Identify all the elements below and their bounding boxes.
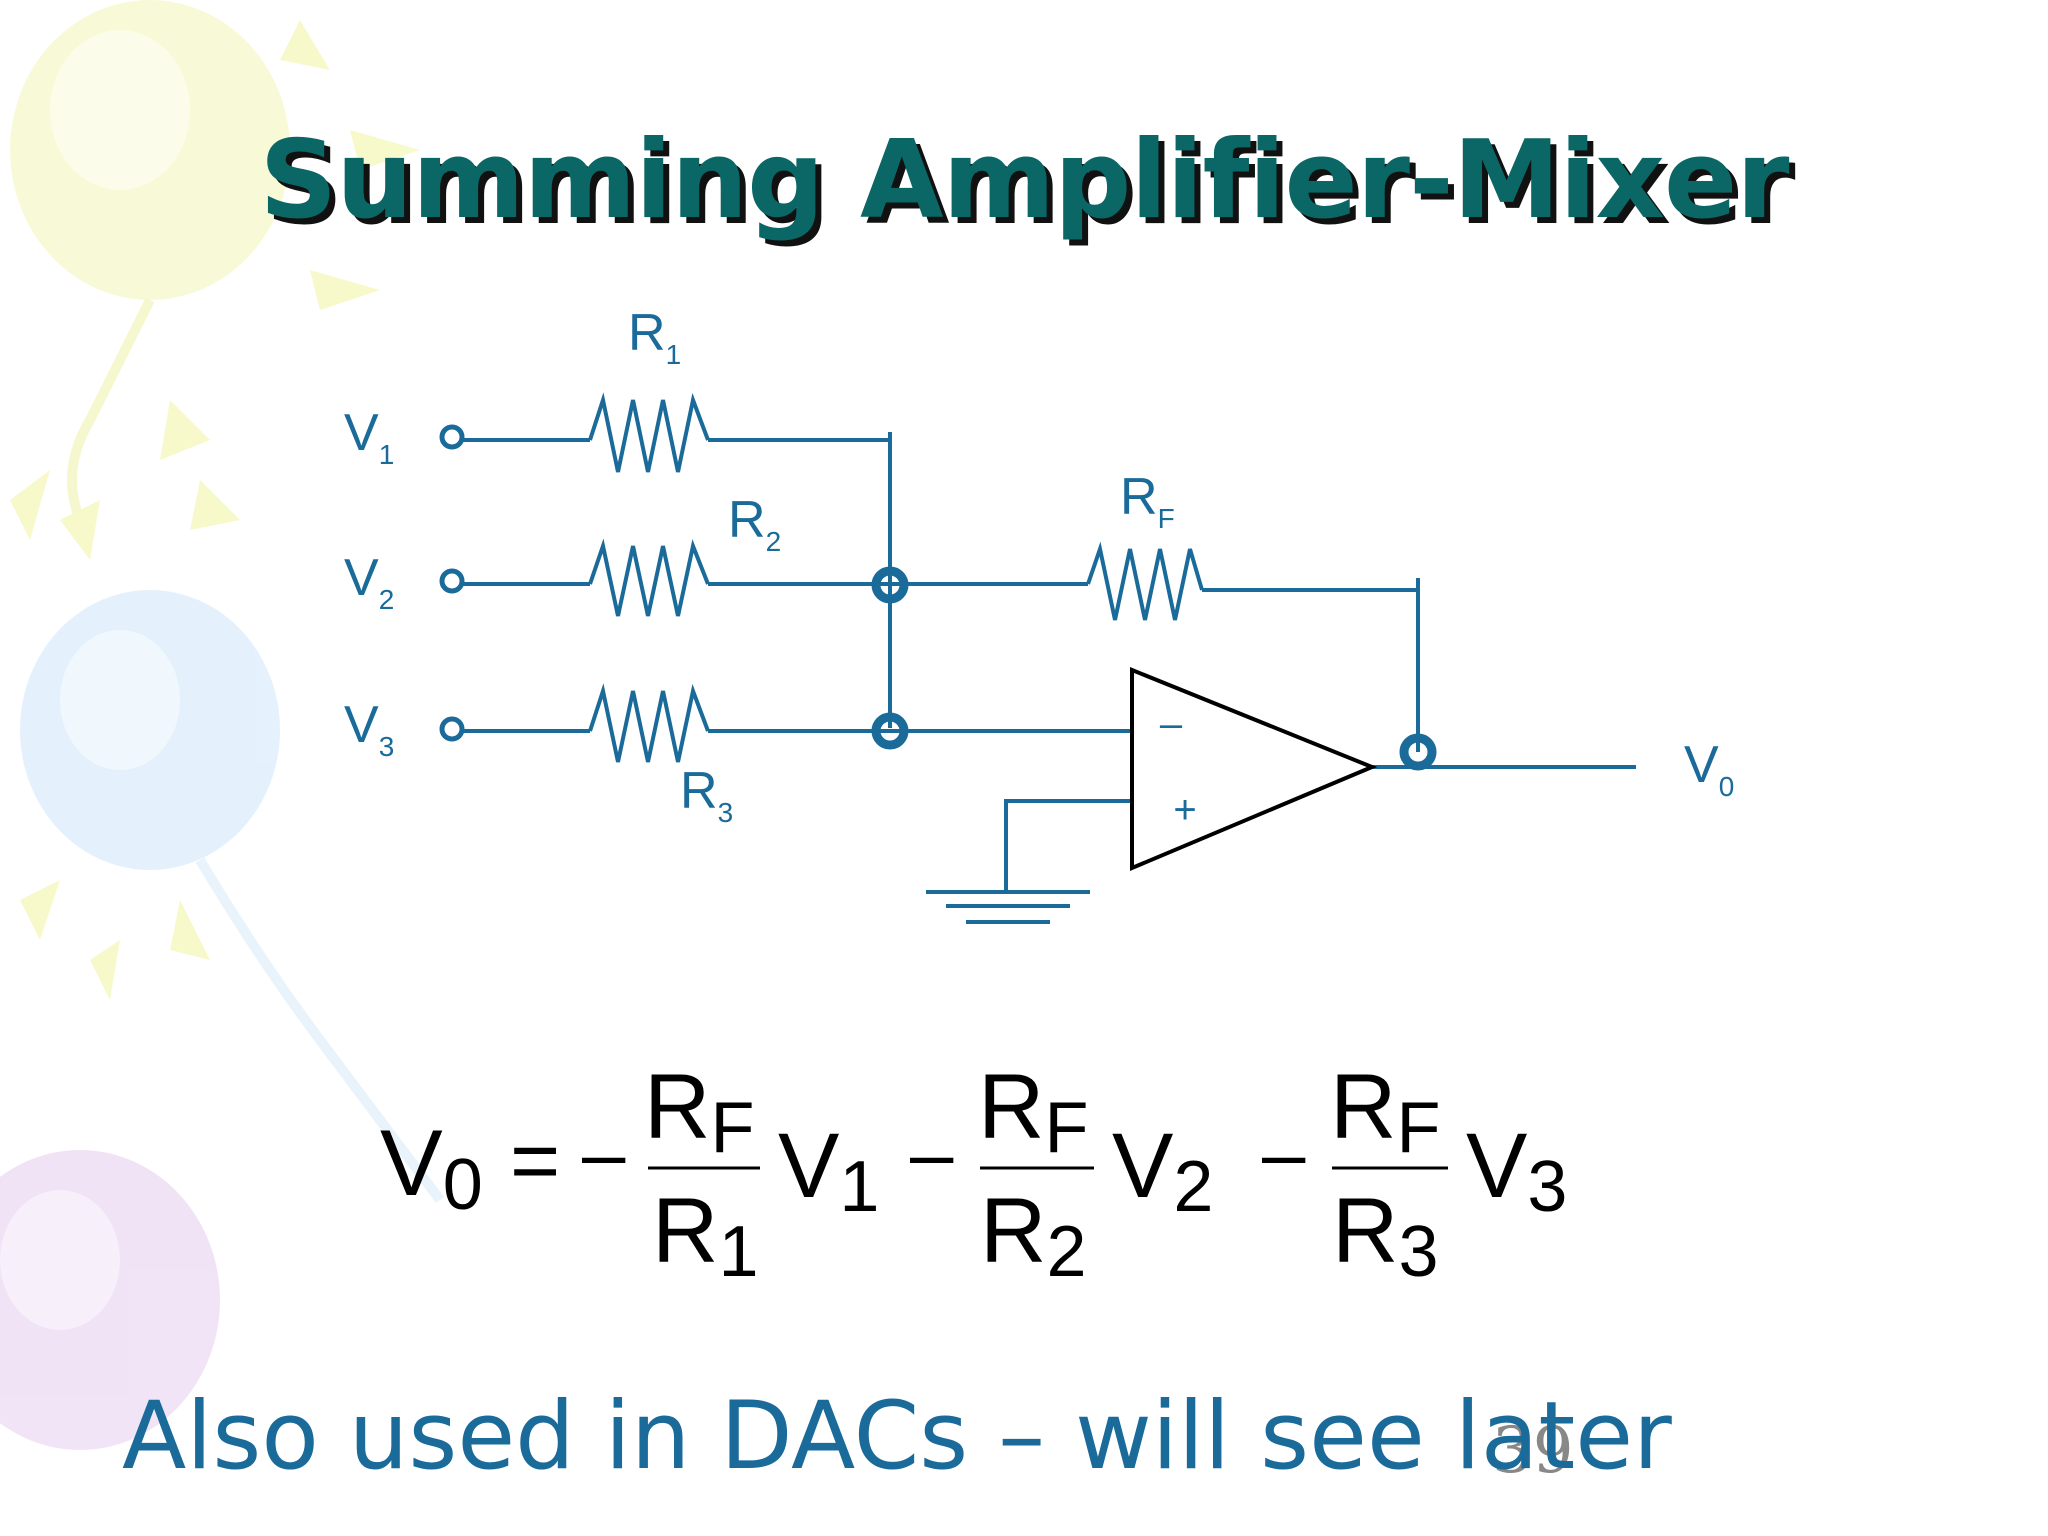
term-sign: – [582, 1109, 626, 1197]
term-numerator: RF [644, 1056, 754, 1168]
blue-balloon-string [195, 857, 444, 1204]
label-r3: R3 [680, 762, 733, 828]
ray [190, 480, 240, 530]
term-denominator: R2 [980, 1180, 1087, 1292]
blue-balloon-highlight [60, 630, 180, 770]
page-number: 39 [1492, 1414, 1574, 1488]
ray [170, 900, 210, 960]
terminal-v2 [439, 568, 465, 594]
footer-text: Also used in DACs – will see later [122, 1382, 1672, 1491]
term-variable: V1 [778, 1115, 879, 1227]
formula: V0 = – RF R1 V1 – RF R2 V2 – RF R3 [380, 1056, 1567, 1292]
term-sign: – [1262, 1109, 1306, 1197]
term-numerator: RF [978, 1056, 1088, 1168]
ray [160, 400, 210, 460]
wire [708, 437, 892, 442]
slide-title: Summing Amplifier-Mixer [259, 118, 1789, 243]
resistor-r1-symbol [588, 392, 710, 473]
label-r1: R1 [628, 304, 681, 370]
purple-balloon-highlight [0, 1190, 120, 1330]
ray [310, 270, 380, 310]
circuit-labels: V1 V2 V3 R1 R2 R3 RF V0 [344, 304, 1734, 828]
label-r2: R2 [728, 491, 781, 557]
ray [280, 20, 330, 70]
junction-dot [871, 566, 909, 604]
resistor-r3-symbol [588, 683, 710, 763]
yellow-balloon-string [67, 297, 155, 522]
label-v3: V3 [344, 696, 394, 762]
wire [1004, 799, 1132, 893]
wire [1202, 578, 1420, 592]
formula-term-2: – RF R2 V2 [910, 1056, 1213, 1292]
ray [90, 940, 120, 1000]
label-v1: V1 [344, 404, 394, 470]
circuit-wiring [439, 392, 1636, 924]
opamp-symbol [1130, 667, 1378, 872]
formula-lhs: V0 [380, 1110, 483, 1225]
inverting-input-sign: – [1160, 702, 1183, 746]
label-v0: V0 [1684, 736, 1734, 802]
ray [60, 500, 100, 560]
term-sign: – [910, 1109, 954, 1197]
term-variable: V2 [1112, 1115, 1213, 1227]
formula-term-1: – RF R1 V1 [582, 1056, 879, 1292]
junction-dot [871, 712, 909, 750]
formula-term-3: – RF R3 V3 [1262, 1056, 1567, 1292]
terminal-v1 [439, 424, 465, 450]
noninverting-input-sign: + [1173, 788, 1196, 832]
term-variable: V3 [1466, 1115, 1567, 1227]
label-rf: RF [1120, 468, 1175, 534]
resistor-rf-symbol [1086, 541, 1204, 621]
ray [20, 880, 60, 940]
ray [350, 130, 420, 170]
term-numerator: RF [1330, 1056, 1440, 1168]
term-denominator: R3 [1332, 1180, 1439, 1292]
formula-equals: = [510, 1113, 560, 1209]
resistor-r2-symbol [588, 538, 710, 617]
term-denominator: R1 [652, 1180, 759, 1292]
junction-dot [1399, 733, 1437, 771]
label-v2: V2 [344, 549, 394, 615]
terminal-v3 [439, 716, 465, 742]
ray [10, 470, 50, 540]
yellow-balloon-highlight [50, 30, 190, 190]
